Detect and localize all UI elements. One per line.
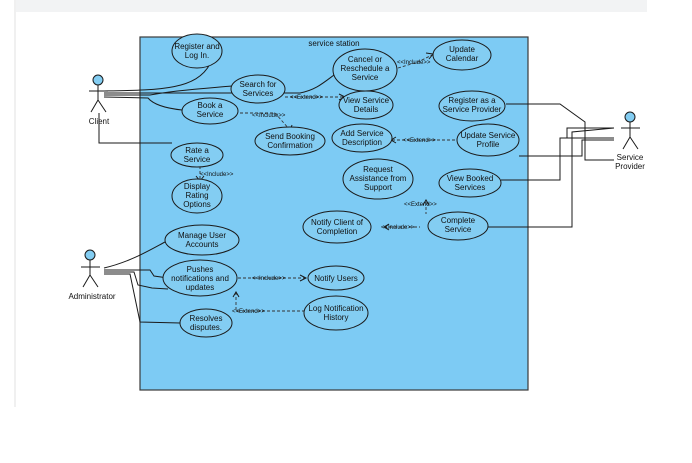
use-case-label: Log In. xyxy=(185,51,209,60)
use-case-log-notification-history[interactable]: Log Notification History xyxy=(303,295,369,331)
use-case-view-booked-services[interactable]: View Booked Services xyxy=(438,168,502,198)
use-case-label: Services xyxy=(455,183,486,192)
label-cancel-include: <<Include>> xyxy=(397,60,431,66)
use-case-label: Register and xyxy=(174,42,219,51)
use-case-resolve-disputes[interactable]: Resolves disputes. xyxy=(179,308,233,338)
label-rate-include: <<Include>> xyxy=(200,172,234,178)
use-case-label: Update xyxy=(449,45,475,54)
use-case-request-assistance[interactable]: Request Assistance from Support xyxy=(342,158,414,200)
use-case-label: Cancel or xyxy=(348,55,383,64)
use-case-label: Pushes xyxy=(187,265,214,274)
use-case-label: Notify Client of xyxy=(311,218,364,227)
use-case-label: Description xyxy=(342,138,382,147)
use-case-label: notifications and xyxy=(171,274,229,283)
use-case-label: Services xyxy=(243,89,274,98)
use-case-rate-service[interactable]: Rate a Service xyxy=(170,142,224,168)
use-case-label: View Booked xyxy=(447,174,494,183)
use-case-label: Register as a xyxy=(448,96,496,105)
use-case-label: Service Provider xyxy=(443,105,502,114)
use-case-label: View Service xyxy=(343,96,390,105)
use-case-notify-client-completion[interactable]: Notify Client of Completion xyxy=(302,210,372,244)
use-case-label: Add Service xyxy=(340,129,384,138)
top-band xyxy=(14,0,647,12)
use-case-add-service-description[interactable]: Add Service Description xyxy=(331,123,393,153)
use-case-label: Assistance from xyxy=(350,174,407,183)
use-case-update-service-profile[interactable]: Update Service Profile xyxy=(456,123,520,157)
use-case-label: Update Service xyxy=(461,131,516,140)
use-case-label: Support xyxy=(364,183,393,192)
use-case-display-rating-options[interactable]: Display Rating Options xyxy=(171,178,223,214)
use-case-label: Rate a xyxy=(185,146,209,155)
use-case-label: Profile xyxy=(477,140,500,149)
use-case-label: Send Booking xyxy=(265,132,315,141)
associations xyxy=(98,63,615,324)
use-case-register-provider[interactable]: Register as a Service Provider xyxy=(438,90,506,122)
use-case-label: Display xyxy=(184,182,210,191)
actor-service-provider: Service Provider xyxy=(615,111,645,171)
use-case-label: Service xyxy=(352,73,379,82)
use-case-label: History xyxy=(324,313,349,322)
use-case-label: Completion xyxy=(317,227,357,236)
use-case-send-booking-confirmation[interactable]: Send Booking Confirmation xyxy=(254,126,326,156)
label-log-extend: <<Extend>> xyxy=(232,309,265,315)
use-case-label: Service xyxy=(197,110,224,119)
use-case-label: updates xyxy=(186,283,214,292)
use-case-cancel-reschedule[interactable]: Cancel or Reschedule a Service xyxy=(332,48,398,92)
use-case-label: Details xyxy=(354,105,378,114)
use-case-search-services[interactable]: Search for Services xyxy=(230,74,286,104)
actor-provider-label: Provider xyxy=(615,162,645,171)
actor-client: Client xyxy=(89,74,110,126)
use-case-manage-user-accounts[interactable]: Manage User Accounts xyxy=(164,224,240,256)
system-title: service station xyxy=(308,39,359,48)
use-case-label: Confirmation xyxy=(267,141,312,150)
use-case-label: disputes. xyxy=(190,323,222,332)
actor-provider-label: Service xyxy=(617,153,644,162)
use-case-book-service[interactable]: Book a Service xyxy=(181,97,239,125)
use-case-label: Rating xyxy=(185,191,208,200)
use-case-label: Reschedule a xyxy=(341,64,390,73)
use-case-label: Service xyxy=(445,225,472,234)
use-case-register-login[interactable]: Register and Log In. xyxy=(171,33,223,69)
use-case-view-service-details[interactable]: View Service Details xyxy=(338,90,394,120)
label-notify-users-include: <<Include>> xyxy=(252,276,286,282)
left-rule xyxy=(14,0,16,407)
actor-administrator: Administrator xyxy=(68,249,116,301)
use-case-label: Search for xyxy=(240,80,277,89)
label-notify-client-include: <<Include>> xyxy=(381,225,415,231)
label-assist-extend: <<Extend>> xyxy=(404,202,437,208)
use-case-label: Options xyxy=(183,200,211,209)
actor-administrator-label: Administrator xyxy=(68,292,115,301)
use-case-label: Resolves xyxy=(190,314,223,323)
use-case-label: Notify Users xyxy=(314,274,358,283)
use-case-label: Manage User xyxy=(178,231,226,240)
use-case-update-calendar[interactable]: Update Calendar xyxy=(432,39,492,71)
use-case-label: Complete xyxy=(441,216,476,225)
use-case-label: Request xyxy=(363,165,394,174)
use-case-label: Calendar xyxy=(446,54,479,63)
use-case-label: Accounts xyxy=(186,240,219,249)
actor-client-label: Client xyxy=(89,117,110,126)
label-search-extend: <<Extend>> xyxy=(290,95,323,101)
label-desc-extend: <<Extend>> xyxy=(403,138,436,144)
use-case-push-notifications[interactable]: Pushes notifications and updates xyxy=(162,259,238,297)
use-case-notify-users[interactable]: Notify Users xyxy=(307,265,365,291)
use-case-label: Service xyxy=(184,155,211,164)
use-case-label: Book a xyxy=(198,101,223,110)
label-book-include: <<Include>> xyxy=(252,113,286,119)
use-case-complete-service[interactable]: Complete Service xyxy=(427,211,489,241)
use-case-label: Log Notification xyxy=(308,304,363,313)
